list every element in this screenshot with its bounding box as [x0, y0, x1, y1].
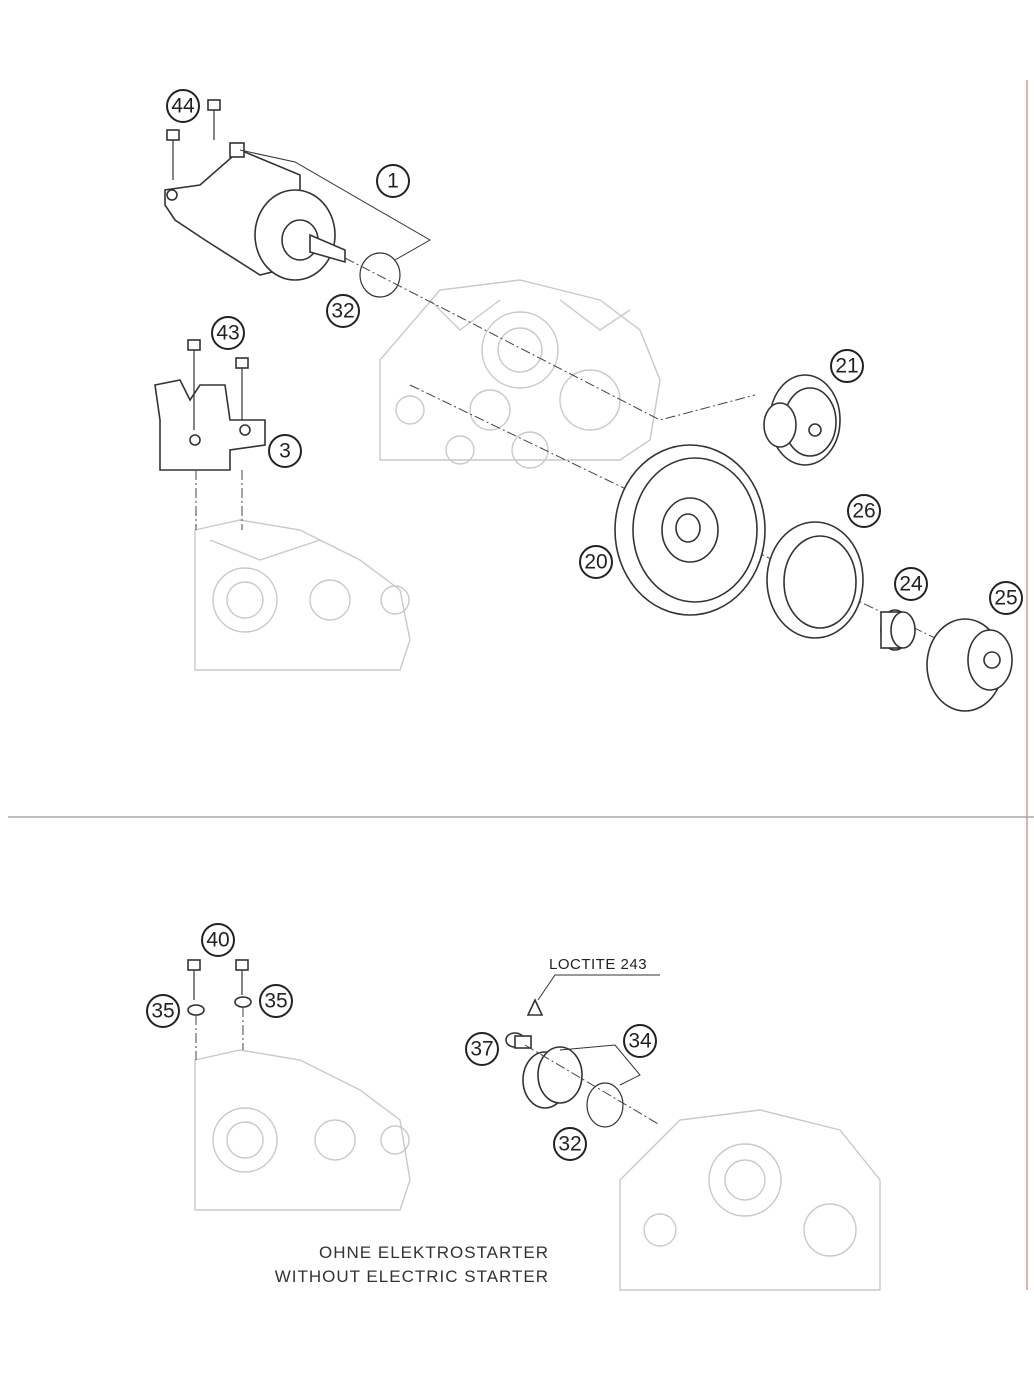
crankcase-ghost-top [379, 279, 661, 469]
alignment-line-c [195, 470, 243, 530]
leader-1 [239, 149, 432, 261]
crankcase-ghost-left [194, 519, 411, 671]
loctite-note: LOCTITE 243 [549, 956, 647, 973]
alignment-line-d [195, 1007, 244, 1060]
callout-37: 37 [465, 1032, 499, 1066]
svg-text:1: 1 [387, 170, 399, 193]
alignment-line-a [344, 257, 756, 421]
callout-20: 20 [579, 545, 613, 579]
callout-24: 24 [894, 567, 928, 601]
alignment-line-b [409, 384, 961, 651]
o-ring-32-bottom [586, 1082, 624, 1128]
callout-26: 26 [847, 494, 881, 528]
gear-21 [763, 374, 841, 466]
callout-25: 25 [989, 581, 1023, 615]
svg-text:43: 43 [216, 322, 239, 345]
callout-34: 34 [623, 1024, 657, 1058]
svg-text:35: 35 [264, 990, 287, 1013]
washer-35-a [187, 1004, 205, 1016]
crankcase-ghost-bottom-right [619, 1109, 881, 1291]
leader-34 [559, 1044, 641, 1086]
callout-43: 43 [211, 316, 245, 350]
svg-text:35: 35 [151, 1000, 174, 1023]
callout-32-top: 32 [326, 294, 360, 328]
bolt-40-a [187, 959, 201, 1000]
callout-35-right: 35 [259, 984, 293, 1018]
caption-line-1: OHNE ELEKTROSTARTER [319, 1243, 549, 1262]
svg-text:25: 25 [994, 587, 1017, 610]
svg-text:44: 44 [171, 95, 195, 118]
bolt-43-a [187, 339, 201, 430]
bearing-24 [880, 609, 916, 651]
cover-34 [522, 1046, 583, 1109]
o-ring-32-top [359, 252, 401, 298]
callout-32-bottom: 32 [553, 1127, 587, 1161]
ring-26 [766, 521, 864, 639]
svg-text:21: 21 [835, 355, 858, 378]
crankcase-ghost-bottom-left [194, 1049, 411, 1211]
starter-motor [164, 142, 346, 281]
bolt-43-b [235, 357, 249, 420]
caption-line-2: WITHOUT ELECTRIC STARTER [275, 1267, 549, 1286]
callout-44: 44 [166, 89, 200, 123]
shift-bracket [154, 379, 266, 471]
clutch-25 [926, 618, 1013, 712]
alignment-line-e [524, 1044, 661, 1126]
svg-text:3: 3 [279, 440, 291, 463]
screw-37 [505, 1032, 532, 1049]
svg-text:34: 34 [628, 1030, 652, 1053]
bolt-44-a [166, 129, 180, 180]
svg-text:20: 20 [584, 551, 607, 574]
callout-3: 3 [268, 434, 302, 468]
svg-text:37: 37 [470, 1038, 493, 1061]
washer-35-b [234, 996, 252, 1008]
callout-35-left: 35 [146, 994, 180, 1028]
svg-text:40: 40 [206, 929, 229, 952]
seal-drop [526, 998, 544, 1016]
leader-loctite [537, 974, 660, 1001]
bolt-44-b [207, 99, 221, 140]
svg-text:24: 24 [899, 573, 923, 596]
callout-1: 1 [376, 164, 410, 198]
svg-text:32: 32 [331, 300, 354, 323]
callout-21: 21 [830, 349, 864, 383]
bolt-40-b [235, 959, 249, 995]
callout-40: 40 [201, 923, 235, 957]
svg-text:32: 32 [558, 1133, 581, 1156]
gear-20 [614, 444, 766, 616]
svg-text:26: 26 [852, 500, 875, 523]
